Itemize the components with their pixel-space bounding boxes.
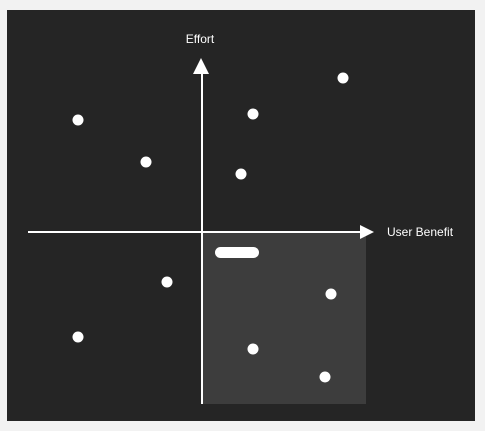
y-axis-label: Effort [186, 32, 215, 46]
item-dot[interactable] [235, 168, 247, 180]
highlighted-quadrant [202, 232, 366, 404]
x-axis-label: User Benefit [387, 225, 454, 239]
item-dot[interactable] [247, 343, 259, 355]
matrix-canvas: Effort User Benefit [7, 10, 475, 421]
item-dots [72, 72, 349, 383]
x-axis-arrow-icon [360, 225, 374, 239]
effort-benefit-matrix: Effort User Benefit [28, 32, 454, 404]
item-dot[interactable] [319, 371, 331, 383]
item-dot[interactable] [337, 72, 349, 84]
item-dot[interactable] [325, 288, 337, 300]
item-dot[interactable] [247, 108, 259, 120]
selected-item-pill[interactable] [215, 247, 259, 258]
item-dot[interactable] [72, 114, 84, 126]
y-axis-arrow-icon [193, 58, 209, 74]
item-dot[interactable] [140, 156, 152, 168]
item-dot[interactable] [72, 331, 84, 343]
item-dot[interactable] [161, 276, 173, 288]
